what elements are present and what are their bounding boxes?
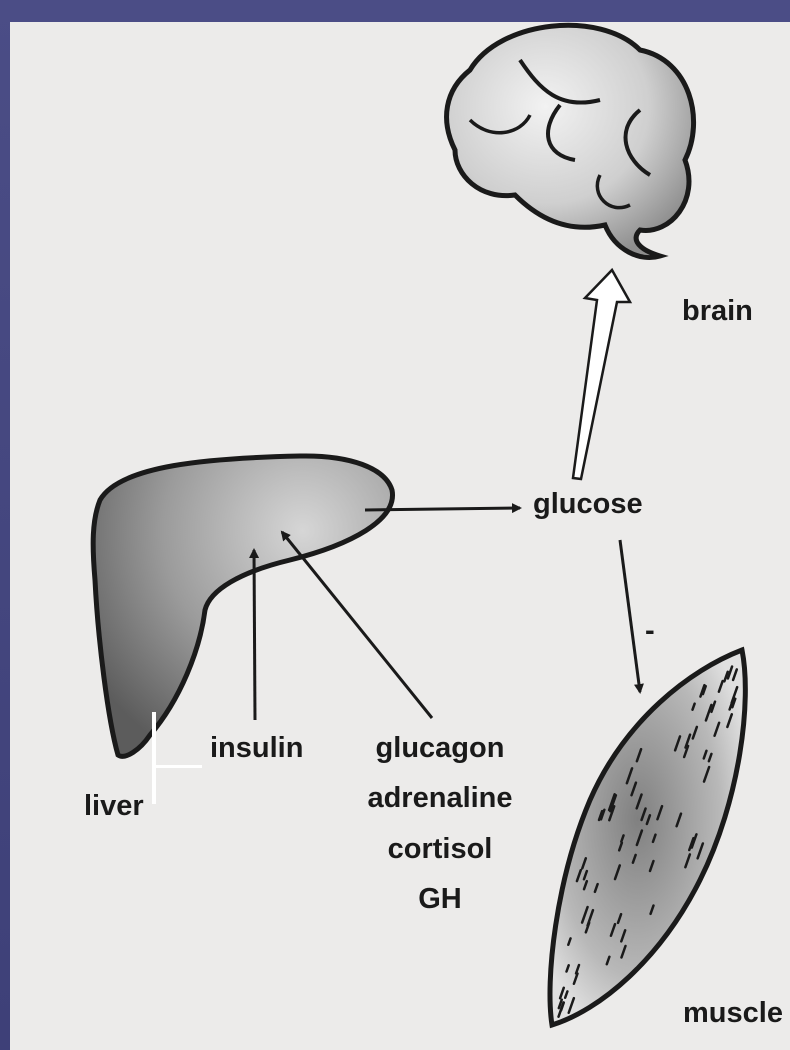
- label-gh: GH: [418, 883, 462, 915]
- liver-illustration: [93, 456, 392, 756]
- label-adrenaline: adrenaline: [367, 782, 512, 814]
- label-glucose: glucose: [533, 488, 643, 520]
- label-minus: -: [645, 615, 655, 647]
- glucose-to-brain-arrow: [573, 270, 630, 479]
- liver-outline: [93, 456, 392, 756]
- hormones-arrow: [282, 532, 432, 718]
- brain-illustration: [447, 25, 694, 257]
- muscle-illustration: [550, 650, 745, 1025]
- muscle-outline: [550, 650, 745, 1025]
- insulin-arrow: [254, 550, 255, 720]
- label-brain: brain: [682, 295, 753, 327]
- label-insulin: insulin: [210, 732, 303, 764]
- glucose-to-muscle-arrow: [620, 540, 640, 692]
- liver-white-mark-2: [152, 765, 202, 768]
- label-liver: liver: [84, 790, 144, 822]
- label-muscle: muscle: [683, 997, 783, 1029]
- liver-white-mark: [152, 712, 156, 804]
- brain-outline: [447, 25, 694, 257]
- label-glucagon: glucagon: [376, 732, 505, 764]
- label-cortisol: cortisol: [388, 833, 493, 865]
- liver-to-glucose-arrow: [365, 508, 520, 510]
